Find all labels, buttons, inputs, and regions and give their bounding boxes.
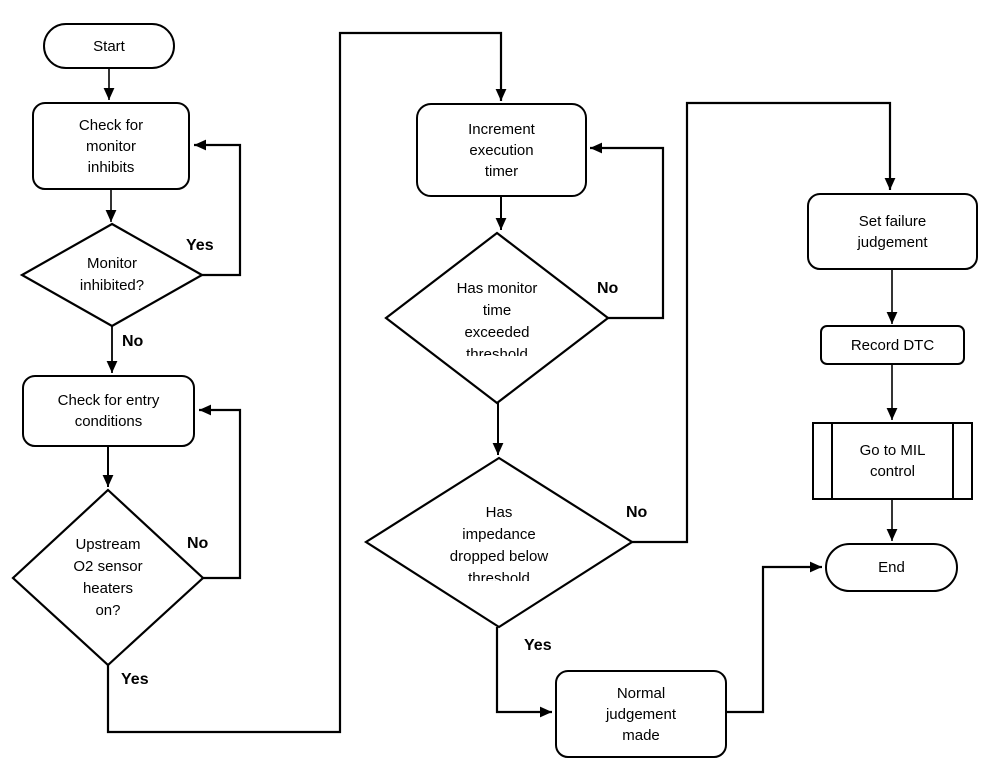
node-impedance-label: Has impedance dropped below threshold (449, 504, 549, 581)
node-end: End (825, 543, 958, 592)
node-monitor-inhibited-label: Monitor inhibited? (79, 255, 145, 294)
edge-o2-heaters-yes-to-increment-timer (106, 31, 507, 734)
impedance-diamond (363, 456, 635, 629)
edge-label-monitor-inhibited-yes: Yes (186, 237, 214, 254)
edge-impedance-no-to-set-failure (632, 101, 896, 544)
node-go-to-mil-control: Go to MIL control (812, 422, 973, 500)
monitor-time-diamond (384, 231, 610, 405)
edge-label-impedance-no: No (626, 504, 648, 521)
predefined-process-left-bar (831, 424, 833, 498)
edge-normal-judgement-to-end (727, 561, 822, 714)
node-increment-execution-timer-label: Increment execution timer (468, 120, 535, 180)
o2-heaters-diamond (11, 488, 205, 667)
node-go-to-mil-control-label: Go to MIL control (859, 442, 926, 480)
edge-impedance-yes-to-normal-judgement (495, 627, 552, 718)
edge-label-monitor-time-no: No (597, 280, 619, 297)
node-monitor-time-label: Has monitor time exceeded threshold (456, 280, 538, 356)
node-record-dtc: Record DTC (820, 325, 965, 365)
node-check-monitor-inhibits-label: Check for monitor inhibits (78, 116, 144, 176)
edge-label-impedance-yes: Yes (524, 637, 552, 654)
edge-label-o2-heaters-no: No (187, 535, 209, 552)
node-set-failure-judgement-label: Set failure judgement (857, 212, 928, 251)
node-record-dtc-label: Record DTC (850, 336, 935, 354)
node-set-failure-judgement: Set failure judgement (807, 193, 978, 270)
edge-label-monitor-inhibited-no: No (122, 333, 144, 350)
node-normal-judgement-made-label: Normal judgement made (605, 684, 677, 744)
edge-o2-heaters-no-loop (199, 404, 242, 580)
edge-monitor-time-no-loop (590, 142, 665, 320)
node-o2-heaters-label: Upstream O2 sensor heaters on? (73, 535, 143, 619)
node-increment-execution-timer: Increment execution timer (416, 103, 587, 197)
node-check-entry-conditions-label: Check for entry conditions (57, 392, 160, 430)
node-check-monitor-inhibits: Check for monitor inhibits (32, 102, 190, 190)
node-start-label: Start (93, 37, 125, 55)
edge-label-o2-heaters-yes: Yes (121, 671, 149, 688)
edge-monitor-inhibited-yes-loop (194, 139, 242, 277)
predefined-process-right-bar (952, 424, 954, 498)
node-end-label: End (878, 559, 905, 576)
node-start: Start (43, 23, 175, 69)
monitor-inhibited-diamond (19, 222, 205, 328)
node-check-entry-conditions: Check for entry conditions (22, 375, 195, 447)
node-normal-judgement-made: Normal judgement made (555, 670, 727, 758)
